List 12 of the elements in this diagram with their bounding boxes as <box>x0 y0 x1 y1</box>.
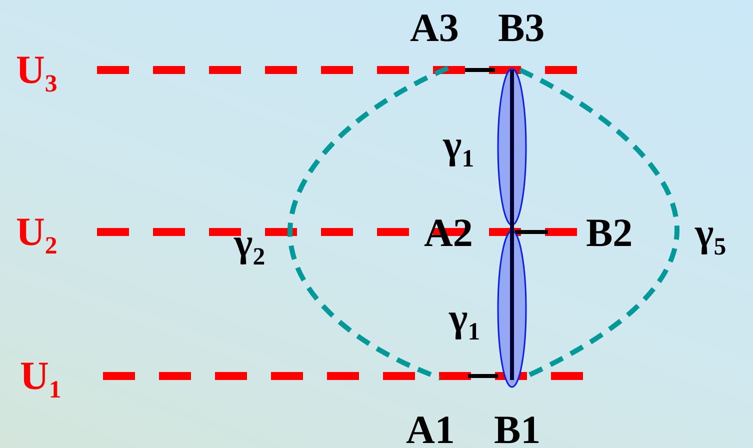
level-label: U$_{1}$ <box>20 356 62 396</box>
width-label: γ$_{2}$ <box>234 223 266 263</box>
point-label: B1 <box>494 410 541 448</box>
width-label: γ$_{5}$ <box>695 213 726 253</box>
point-label: B3 <box>498 8 545 48</box>
point-label: B2 <box>586 213 633 253</box>
level-label: U$_{3}$ <box>16 50 58 90</box>
level-label: U$_{2}$ <box>16 212 58 252</box>
point-label: A3 <box>410 8 459 48</box>
width-label: γ$_{1}$ <box>449 298 480 338</box>
width-label: γ$_{1}$ <box>443 125 474 165</box>
point-label: A1 <box>406 410 455 448</box>
